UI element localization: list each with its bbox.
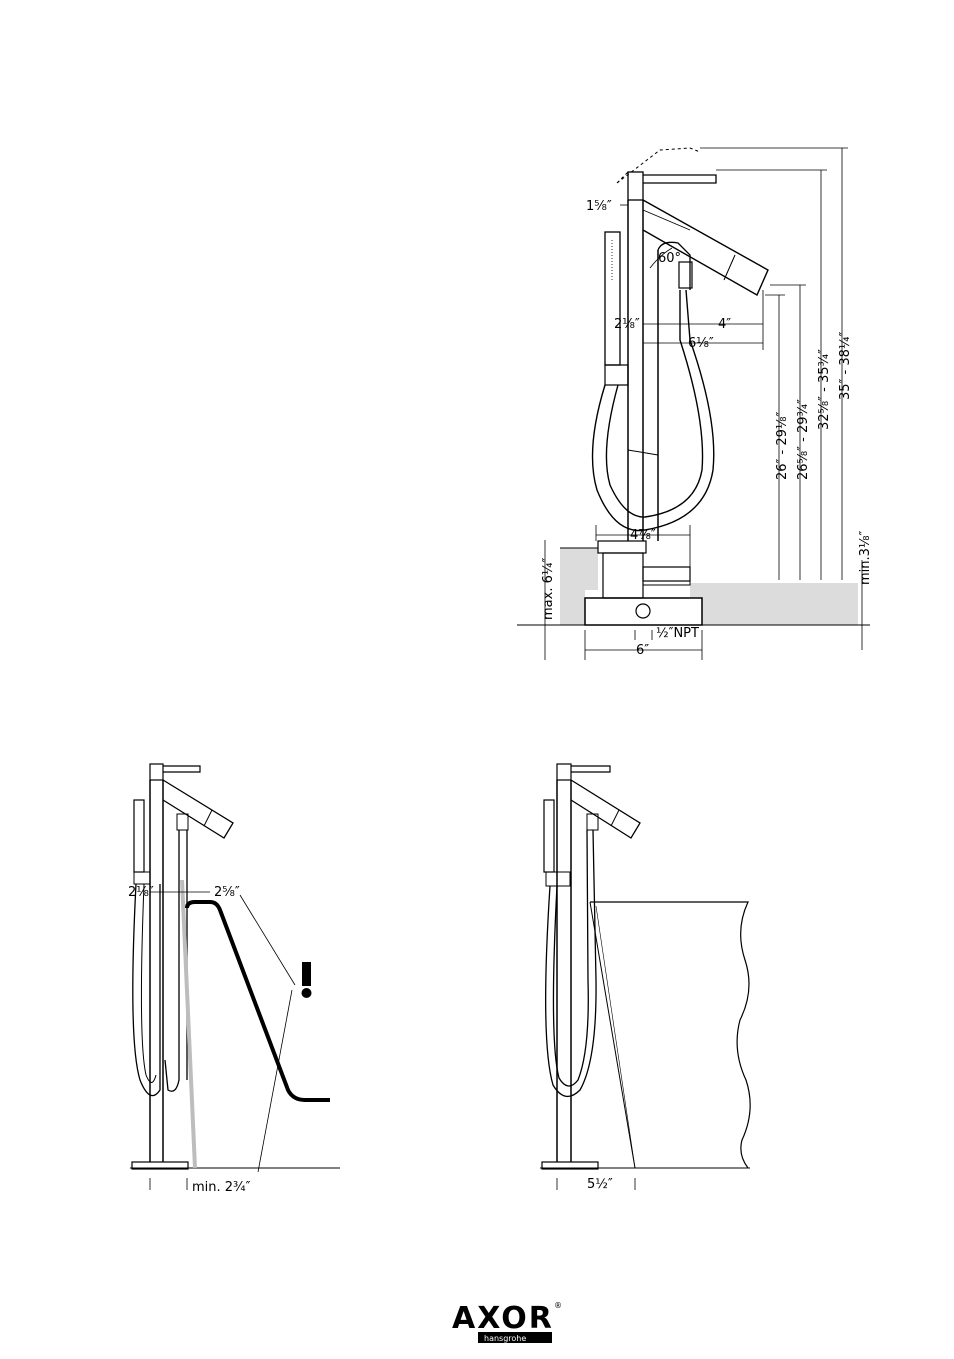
dim-6-1-8: 6⅛″ (688, 336, 714, 351)
hand-shower (604, 231, 621, 366)
base-plate (131, 1161, 189, 1170)
dim-60-deg: 60° (658, 251, 681, 266)
tub-block (590, 901, 751, 1169)
logo-sub: hansgrohe (484, 1334, 526, 1343)
warning-dot (301, 988, 312, 998)
height-dim-35: 35″ - 38¼″ (838, 332, 853, 400)
lever-body (627, 171, 644, 201)
dim-6: 6″ (636, 643, 649, 658)
height-dim-26-5-8: 26⅝″ - 29¾″ (796, 399, 811, 480)
left-dim-2-5-8: 2⅝″ (214, 885, 240, 900)
left-dim-min-2-3-4: min. 2¾″ (192, 1180, 251, 1195)
dim-1-5-8: 1⅝″ (586, 199, 612, 214)
warning-bar (302, 962, 311, 986)
logo-sub-bar (478, 1332, 552, 1343)
dim-max-6-1-4: max. 6¼″ (541, 558, 556, 620)
height-dim-26: 26″ - 29⅛″ (775, 412, 790, 480)
lever-open-outline (616, 147, 701, 184)
height-dim-32: 32⅝″ - 35¾″ (817, 349, 832, 430)
tub-rim (185, 900, 330, 1102)
axor-logo: AXOR ® hansgrohe (452, 1301, 562, 1343)
logo-mark: ® (554, 1301, 562, 1310)
left-clearance-view: 2⅛″ 2⅝″ min. 2¾″ (128, 763, 340, 1195)
dim-min-3-1-8: min.3⅛″ (858, 530, 873, 585)
right-dim-5-1-2: 5½″ (587, 1177, 613, 1192)
deck-fill-right (690, 583, 858, 625)
dim-npt: ½″NPT (656, 626, 699, 641)
lever-handle (643, 174, 717, 184)
right-clearance-view: 5½″ (540, 763, 751, 1192)
spout (642, 199, 769, 296)
dim-4-7-8: 4⅞″ (630, 528, 656, 543)
dim-4: 4″ (718, 317, 731, 332)
logo-brand: AXOR (452, 1301, 554, 1336)
main-elevation-view: 1⅝″ 60° 2⅛″ 4″ 6⅛″ 4⅞″ max. 6¼″ ½″NPT 6″ (517, 147, 873, 660)
left-dim-2-1-8: 2⅛″ (128, 885, 154, 900)
dim-2-1-8: 2⅛″ (614, 317, 640, 332)
deck-fill-left (560, 548, 598, 625)
hose-loop-outer (591, 289, 715, 532)
base-box (584, 597, 703, 626)
hose-loop-inner (605, 290, 704, 518)
hose-connector (678, 261, 693, 289)
npt-inlet (635, 603, 651, 619)
